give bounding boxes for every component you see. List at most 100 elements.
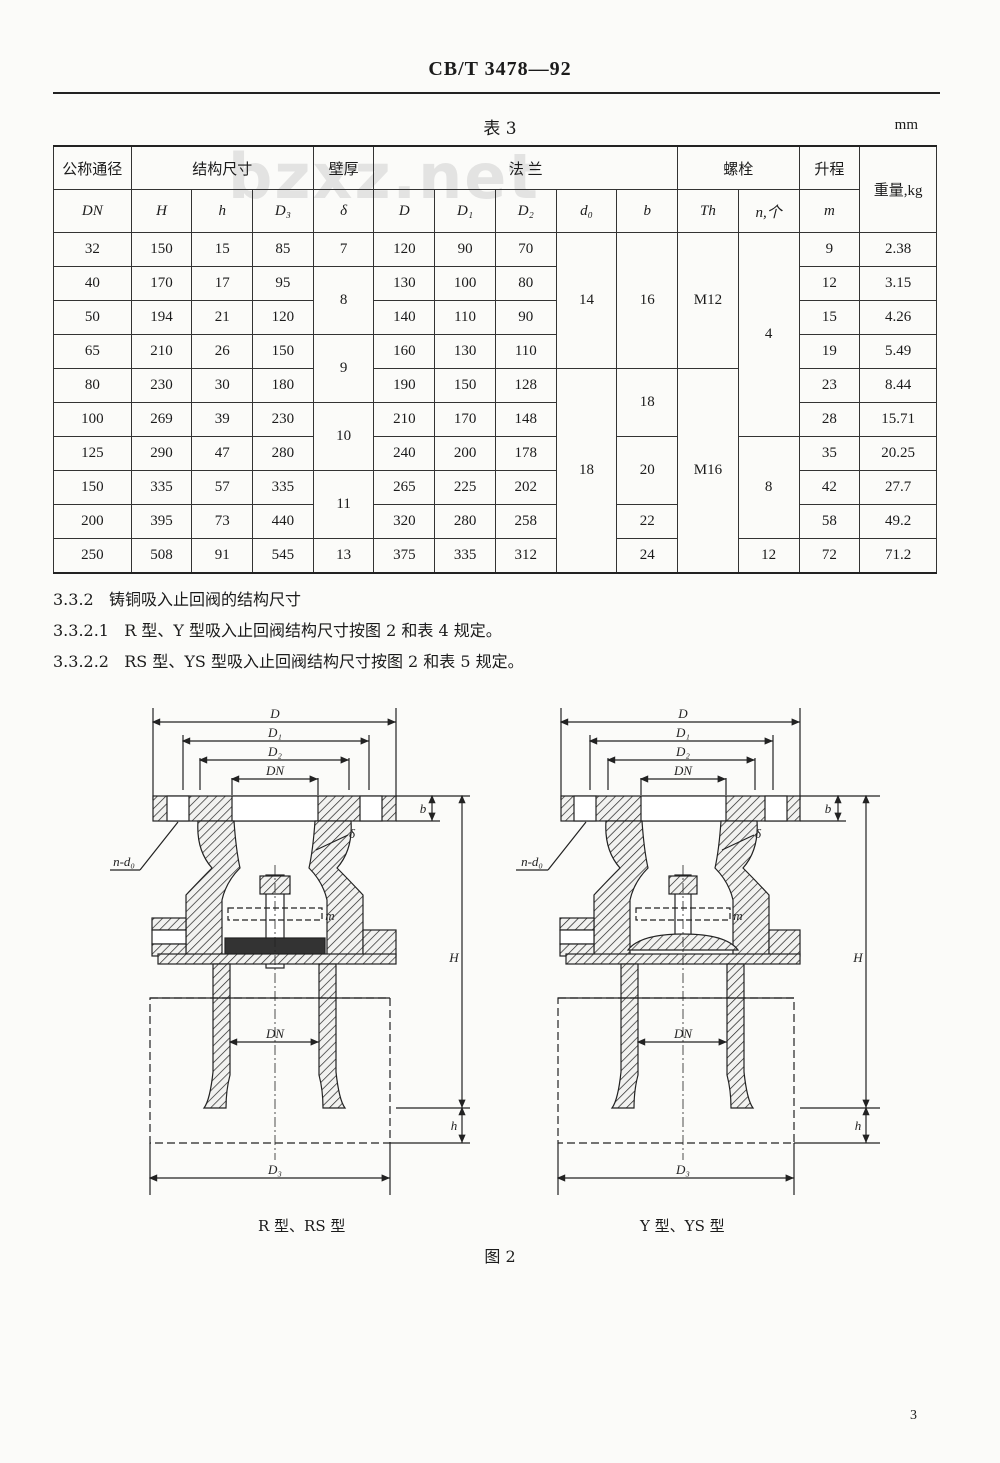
sub-n: n,个 (737, 189, 800, 233)
table-header-row: 公称通径 结构尺寸 壁厚 法 兰 螺栓 升程 重量,kg (53, 145, 937, 233)
table-row: 125 290 47 280 240 200 178 20 8 35 20.25 (53, 436, 937, 539)
label-nd0: n-d₀ (521, 854, 543, 869)
cell-h: 15 (191, 232, 254, 267)
label-D: D (269, 706, 280, 721)
table-row: 100 269 39 230 10 210 170 148 28 15.71 (53, 402, 937, 471)
sub-D1: D₁ (434, 189, 496, 233)
header-wall: 壁厚 (312, 145, 375, 190)
cell-H: 210 (130, 334, 193, 369)
label-DN-top: DN (673, 763, 693, 778)
cell-D3: 180 (252, 368, 314, 403)
cell-D3: 95 (252, 266, 314, 301)
cell-weight: 5.49 (859, 334, 937, 369)
cell-D: 160 (373, 334, 436, 369)
cell-D2: 110 (494, 334, 557, 369)
label-D1: D₁ (675, 725, 690, 740)
cell-h: 91 (191, 538, 254, 574)
cell-d0-merged: 14 (555, 232, 618, 369)
cell-delta-merged: 11 (312, 470, 375, 539)
figure-number: 图 2 (484, 1247, 516, 1266)
cell-h: 21 (191, 300, 254, 335)
cell-h: 73 (191, 504, 254, 539)
caption-y-ys: Y 型、YS 型 (640, 1217, 725, 1235)
cell-m: 35 (798, 436, 861, 471)
cell-D1: 200 (434, 436, 496, 471)
header-weight: 重量,kg (859, 145, 937, 233)
cell-m: 72 (798, 538, 861, 574)
cell-dn: 50 (53, 300, 132, 335)
cell-D3: 85 (252, 232, 314, 267)
label-m: m (733, 908, 742, 923)
cell-delta: 7 (312, 232, 375, 267)
table-row: 80 230 30 180 190 150 128 18 18 M16 23 8… (53, 368, 937, 574)
sub-m: m (798, 189, 861, 233)
cell-weight: 2.38 (859, 232, 937, 267)
cell-D3: 150 (252, 334, 314, 369)
cell-H: 290 (130, 436, 193, 471)
cell-m: 12 (798, 266, 861, 301)
cell-m: 23 (798, 368, 861, 403)
label-H: H (852, 950, 863, 965)
label-D2: D₂ (267, 744, 282, 759)
cell-b: 24 (616, 538, 679, 574)
clause-text: R 型、Y 型吸入止回阀结构尺寸按图 2 和表 4 规定。 (124, 621, 502, 640)
cell-weight: 4.26 (859, 300, 937, 335)
cell-weight: 20.25 (859, 436, 937, 471)
cell-b-merged: 16 (616, 232, 679, 369)
cell-D: 120 (373, 232, 436, 267)
cell-dn: 200 (53, 504, 132, 539)
sub-D2: D₂ (494, 189, 557, 233)
header-dn: 公称通径 (53, 145, 132, 190)
label-nd0: n-d₀ (113, 854, 135, 869)
cell-m: 42 (798, 470, 861, 505)
cell-D1: 335 (434, 538, 496, 574)
sub-b: b (616, 189, 679, 233)
label-delta: δ (349, 826, 356, 841)
cell-th-merged: M16 (677, 368, 739, 574)
header-bolt: 螺栓 (677, 145, 800, 190)
cell-D1: 225 (434, 470, 496, 505)
cell-b-merged: 18 (616, 368, 679, 437)
label-b: b (420, 801, 427, 816)
cell-D: 320 (373, 504, 436, 539)
cell-h: 17 (191, 266, 254, 301)
label-DN-inner: DN (673, 1026, 693, 1041)
cell-n-merged: 4 (737, 232, 800, 437)
clause-text: 铸铜吸入止回阀的结构尺寸 (108, 590, 301, 609)
table-row: 200 395 73 440 320 280 258 22 58 49.2 (53, 504, 937, 539)
valve-r-rs-labels: D D₁ D₂ DN DN D₃ n-d₀ δ b H h m (113, 706, 459, 1177)
valve-y-ys (516, 708, 880, 1195)
standard-code: CB/T 3478—92 (428, 58, 572, 80)
cell-b-merged: 20 (616, 436, 679, 505)
valve-r-rs (110, 708, 470, 1195)
label-m: m (325, 908, 334, 923)
cell-H: 194 (130, 300, 193, 335)
cell-dn: 100 (53, 402, 132, 437)
label-DN-inner: DN (265, 1026, 285, 1041)
cell-D2: 202 (494, 470, 557, 505)
table-row: 250 508 91 545 13 375 335 312 24 12 72 7… (53, 538, 937, 574)
clause-number: 3.3.2.1 (53, 621, 109, 640)
header-structure: 结构尺寸 (130, 145, 314, 190)
cell-dn: 80 (53, 368, 132, 403)
dimension-table: 公称通径 结构尺寸 壁厚 法 兰 螺栓 升程 重量,kg DN H h D₃ δ… (53, 145, 937, 574)
cell-h: 30 (191, 368, 254, 403)
cell-D2: 90 (494, 300, 557, 335)
cell-weight: 49.2 (859, 504, 937, 539)
sub-Th: Th (677, 189, 739, 233)
cell-dn: 250 (53, 538, 132, 574)
cell-h: 39 (191, 402, 254, 437)
cell-dn: 150 (53, 470, 132, 505)
table-row: 40 170 17 95 8 130 100 80 12 3.15 (53, 266, 937, 335)
cell-D1: 280 (434, 504, 496, 539)
cell-D1: 130 (434, 334, 496, 369)
cell-H: 395 (130, 504, 193, 539)
cell-D1: 170 (434, 402, 496, 437)
cell-delta-merged: 8 (312, 266, 375, 335)
table-unit: mm (894, 117, 918, 133)
cell-weight: 15.71 (859, 402, 937, 437)
sub-dn: DN (53, 189, 132, 233)
label-D1: D₁ (267, 725, 282, 740)
header-lift: 升程 (798, 145, 861, 190)
label-h: h (451, 1118, 458, 1133)
